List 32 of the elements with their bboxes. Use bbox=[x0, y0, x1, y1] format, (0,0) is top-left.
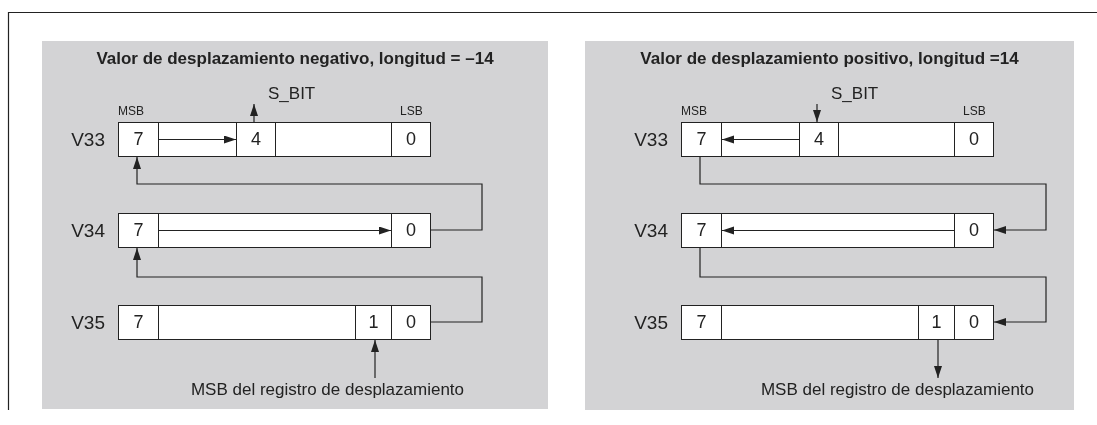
bit-order-label: MSB bbox=[681, 104, 707, 118]
register-note: MSB del registro de desplazamiento bbox=[155, 378, 500, 402]
register-note: MSB del registro de desplazamiento bbox=[725, 378, 1070, 402]
signal-label: S_BIT bbox=[813, 84, 893, 104]
bit-order-label: LSB bbox=[400, 104, 423, 118]
signal-label: S_BIT bbox=[250, 84, 330, 104]
register-bit: 4 bbox=[236, 122, 276, 157]
panel-heading: Valor de desplazamiento negativo, longitud = –14 bbox=[95, 49, 495, 69]
register-bit: 4 bbox=[799, 122, 839, 157]
connector-arrow bbox=[721, 135, 800, 144]
connector-arrow bbox=[158, 226, 392, 235]
register-label: V34 bbox=[71, 220, 105, 242]
connector-arrow bbox=[133, 247, 483, 323]
connector-arrow bbox=[721, 226, 955, 235]
connector-arrow bbox=[133, 156, 483, 231]
connector-arrow bbox=[250, 103, 258, 123]
diagram-panel bbox=[42, 41, 548, 409]
connector-arrow bbox=[371, 339, 379, 379]
bit-order-label: LSB bbox=[963, 104, 986, 118]
register-label: V34 bbox=[634, 220, 668, 242]
connector-arrow bbox=[934, 339, 942, 379]
bit-order-label: MSB bbox=[118, 104, 144, 118]
connector-arrow bbox=[158, 135, 237, 144]
connector-arrow bbox=[813, 103, 821, 123]
connector-arrow bbox=[699, 156, 1047, 234]
register-label: V33 bbox=[71, 129, 105, 151]
register-label: V35 bbox=[634, 312, 668, 334]
connector-arrow bbox=[699, 247, 1047, 326]
register-label: V35 bbox=[71, 312, 105, 334]
register-label: V33 bbox=[634, 129, 668, 151]
panel-heading: Valor de desplazamiento positivo, longitud =14 bbox=[639, 49, 1020, 69]
diagram-panel bbox=[585, 41, 1074, 410]
